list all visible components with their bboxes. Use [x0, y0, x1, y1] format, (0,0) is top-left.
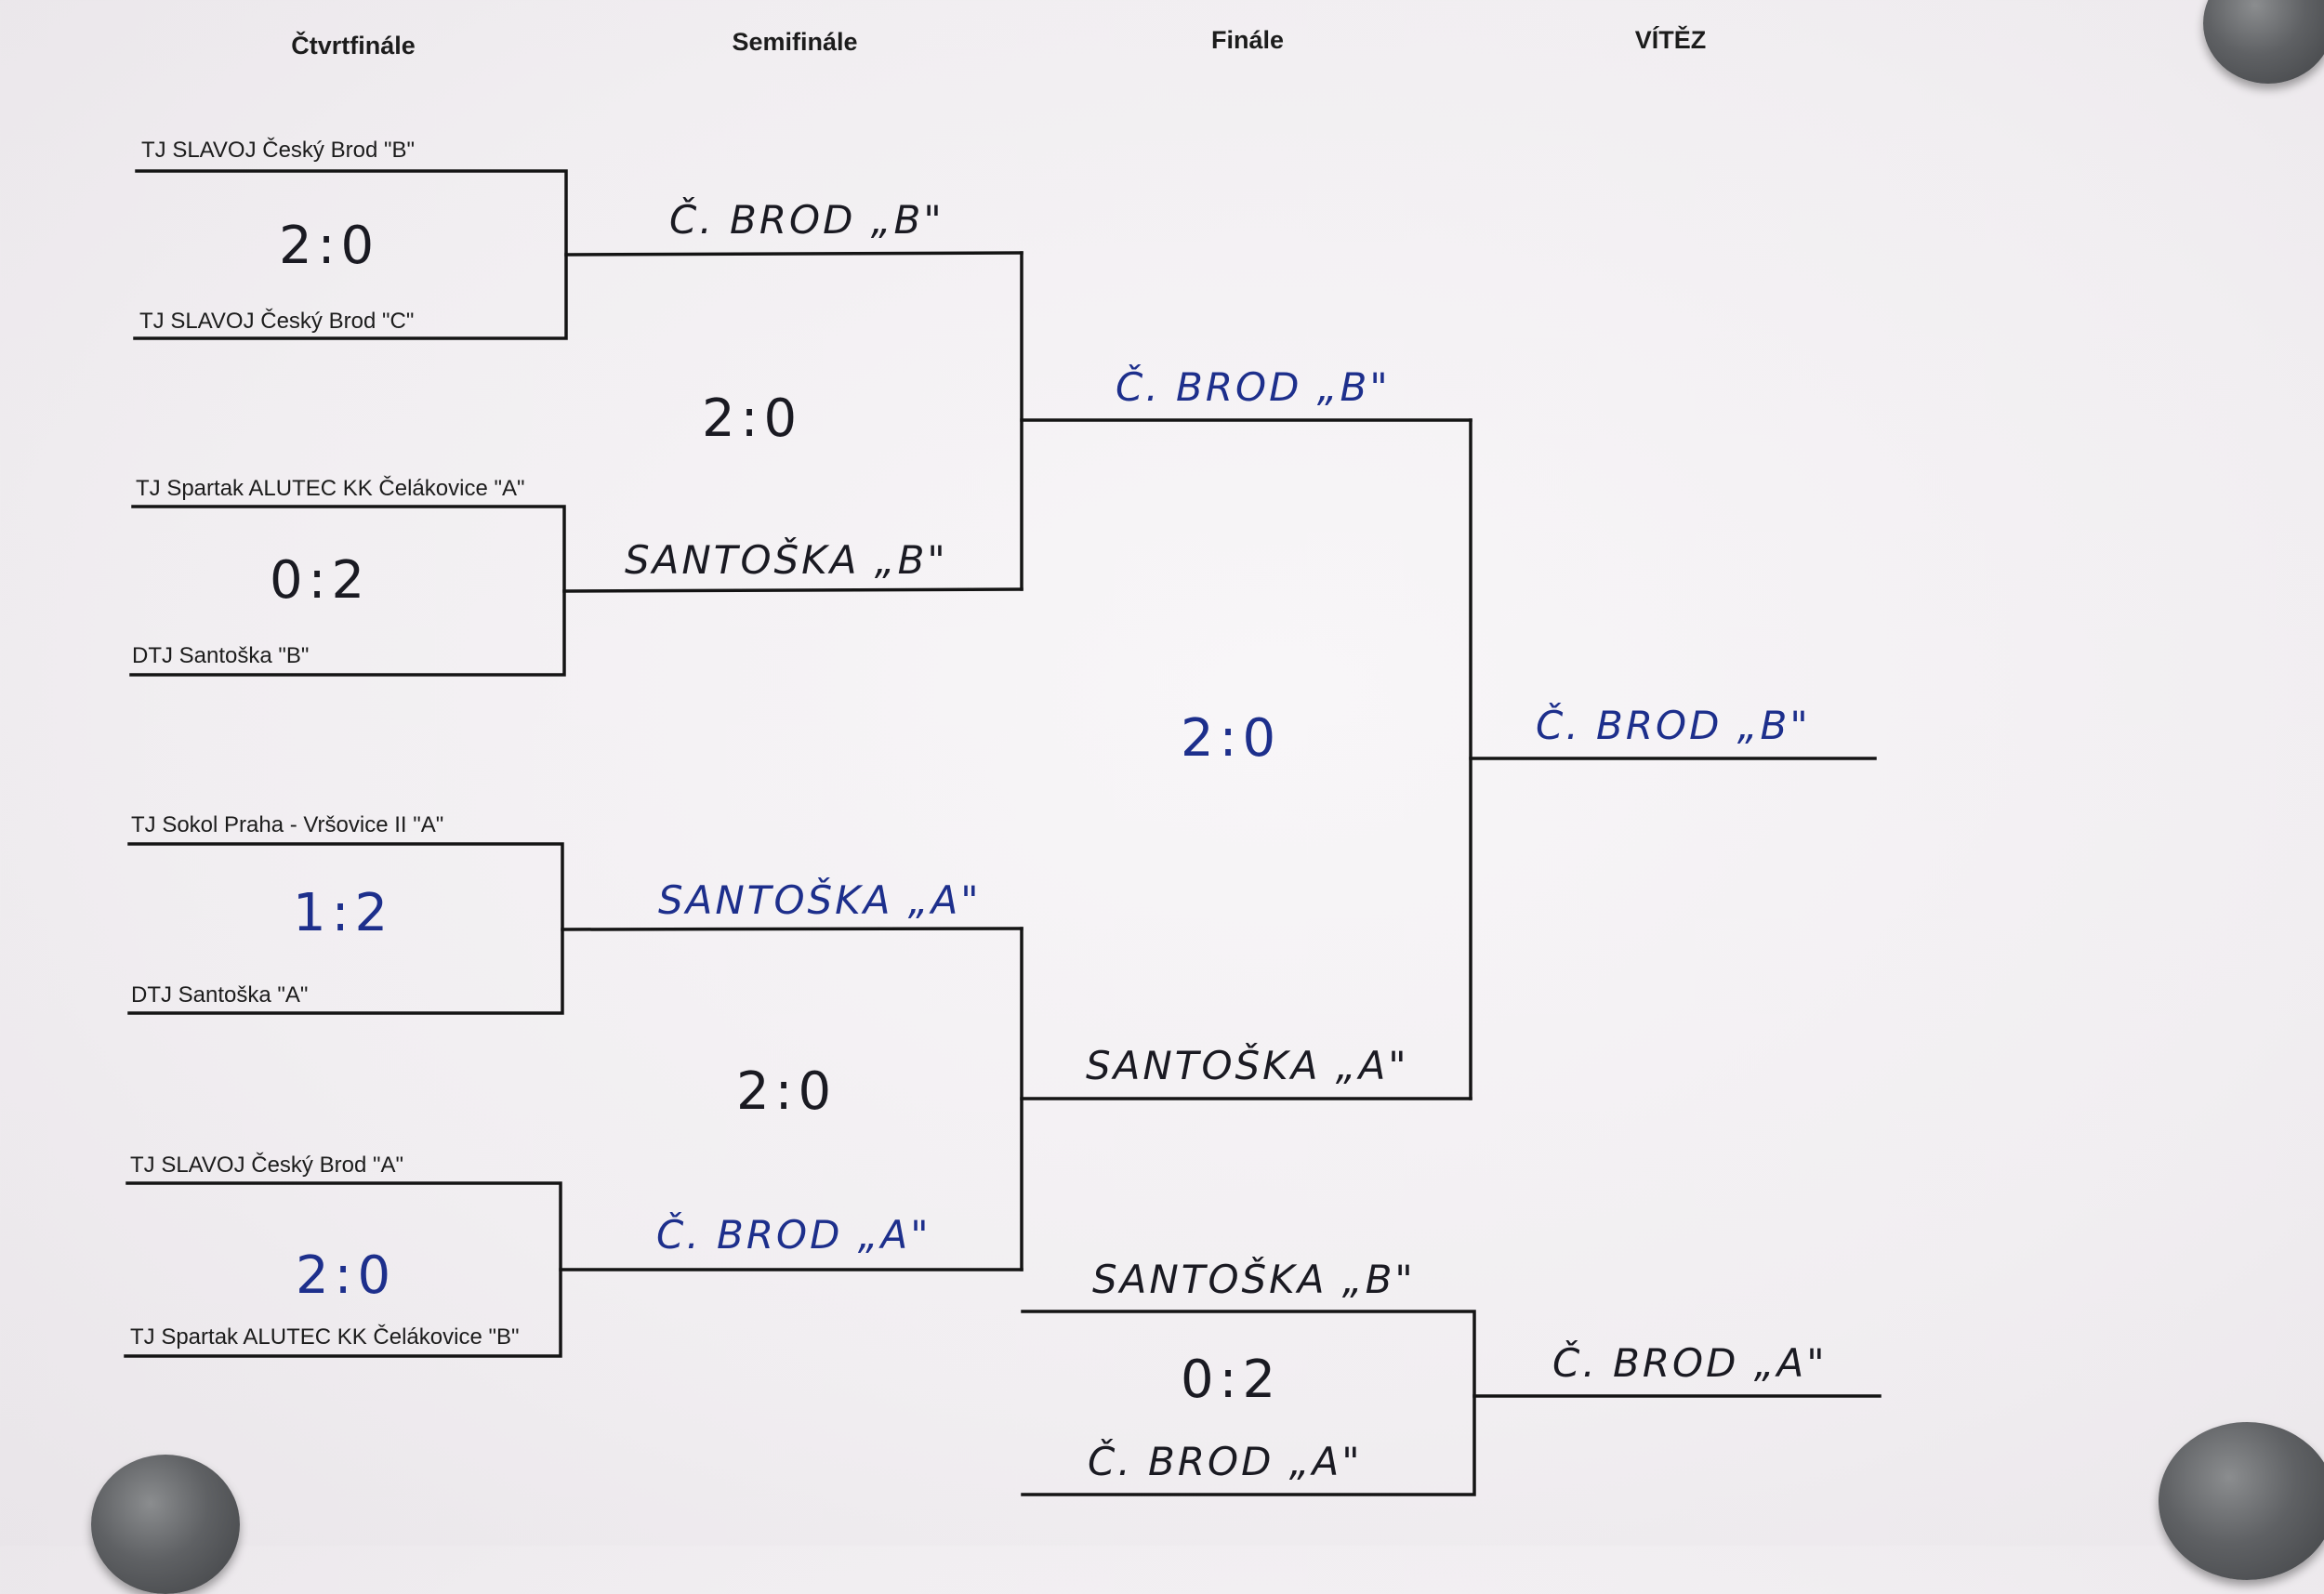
- winner-name: Č. BROD „B": [1536, 703, 1811, 748]
- qf1-score: 2:0: [279, 216, 380, 276]
- qf4-score: 2:0: [296, 1245, 397, 1306]
- sf2-team1: SANTOŠKA „A": [658, 877, 982, 923]
- third-place-team2: Č. BROD „A": [1088, 1439, 1363, 1484]
- qf3-score: 1:2: [293, 883, 394, 943]
- header-winner: VÍTĚZ: [1634, 26, 1707, 54]
- qf1-team1: TJ SLAVOJ Český Brod "B": [141, 138, 416, 163]
- sf1-team1: Č. BROD „B": [669, 197, 944, 243]
- qf3-team1: TJ Sokol Praha - Vršovice II "A": [131, 812, 444, 837]
- sf2-score: 2:0: [736, 1061, 838, 1122]
- final-score: 2:0: [1181, 708, 1282, 769]
- bracket-sheet: Čtvrtfinále Semifinále Finále VÍTĚZ: [91, 0, 2324, 1594]
- magnet-bottom-right: [2159, 1422, 2324, 1580]
- header-semifinal: Semifinále: [732, 28, 858, 56]
- qf4-team1: TJ SLAVOJ Český Brod "A": [130, 1153, 404, 1178]
- qf4-team2: TJ Spartak ALUTEC KK Čelákovice "B": [130, 1324, 520, 1350]
- third-place-winner: Č. BROD „A": [1552, 1340, 1828, 1386]
- header-quarterfinal: Čtvrtfinále: [291, 32, 416, 59]
- third-place-team1: SANTOŠKA „B": [1092, 1257, 1416, 1302]
- third-place-bracket: [1021, 1310, 1476, 1496]
- third-place-score: 0:2: [1181, 1350, 1282, 1410]
- qf2-team2: DTJ Santoška "B": [132, 643, 310, 668]
- qf2-team1: TJ Spartak ALUTEC KK Čelákovice "A": [136, 476, 525, 501]
- qf1-team2: TJ SLAVOJ Český Brod "C": [139, 309, 415, 334]
- bracket-lines: [124, 169, 1882, 1496]
- final-team1: Č. BROD „B": [1116, 364, 1391, 410]
- sf2-team2: Č. BROD „A": [656, 1212, 931, 1258]
- sf1-score: 2:0: [702, 389, 803, 449]
- qf3-team2: DTJ Santoška "A": [131, 982, 309, 1008]
- qf2-score: 0:2: [270, 550, 371, 611]
- sf1-team2: SANTOŠKA „B": [625, 537, 948, 583]
- final-team2: SANTOŠKA „A": [1086, 1043, 1409, 1088]
- qf2-out: [562, 587, 1023, 593]
- magnet-bottom-left: [91, 1455, 240, 1594]
- header-final: Finále: [1210, 26, 1285, 54]
- qf1-out: [564, 251, 1023, 257]
